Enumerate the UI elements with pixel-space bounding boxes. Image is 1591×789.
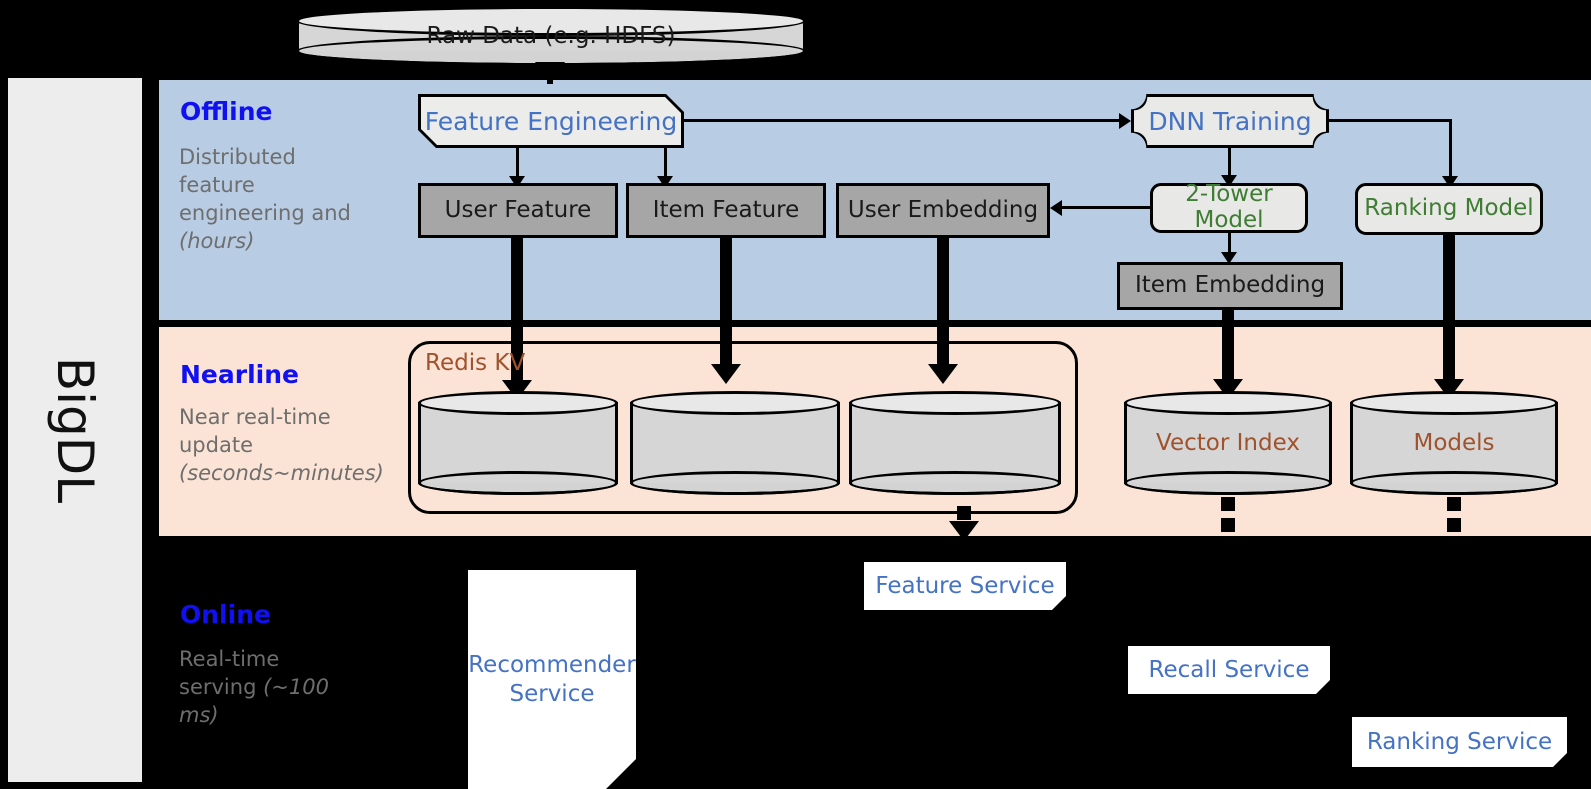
cylinder-cap xyxy=(630,471,840,495)
cylinder-cap xyxy=(1124,471,1332,495)
band-subtitle-online: Real-time serving (~100 ms) xyxy=(179,646,349,730)
redis-kv-container xyxy=(408,341,1078,514)
online-sub-italic: (~100 ms) xyxy=(179,674,329,727)
offline-sub-text: Distributed feature engineering and xyxy=(179,145,351,225)
two-tower-model-label: 2-Tower Model xyxy=(1185,181,1273,233)
recommender-service-label: Recommender Service xyxy=(468,651,636,707)
item-feature-box[interactable]: Item Feature xyxy=(626,183,826,238)
connector-fe-dnn xyxy=(684,119,1121,122)
pipe-userfeature-store xyxy=(511,238,523,386)
connector-twotower-itemembedding xyxy=(1228,233,1231,257)
vector-index-label: Vector Index xyxy=(1156,430,1300,456)
cylinder-top xyxy=(630,391,840,415)
item-embedding-box[interactable]: Item Embedding xyxy=(1117,262,1343,310)
arrowhead-itemfeature-store xyxy=(711,364,741,384)
stub-models-1 xyxy=(1447,497,1461,511)
arrowhead-twotower-itemembedding xyxy=(1221,252,1237,264)
redis-store-user-embedding-label xyxy=(849,391,1061,495)
pipe-itemembedding-vectorindex xyxy=(1222,310,1234,385)
stub-vectorindex-2 xyxy=(1221,518,1235,532)
arrowhead-fe-dnn xyxy=(1119,113,1131,129)
cylinder-top xyxy=(296,6,806,36)
arrowhead-rawdata-fe xyxy=(535,62,565,82)
stub-vectorindex-1 xyxy=(1221,497,1235,511)
band-title-offline: Offline xyxy=(180,97,273,126)
band-subtitle-offline: Distributed feature engineering and (hou… xyxy=(179,144,359,256)
user-feature-label: User Feature xyxy=(444,196,592,223)
connector-dnn-ranking-v xyxy=(1449,119,1452,181)
redis-store-user-feature-label xyxy=(418,391,618,495)
cylinder-top xyxy=(1350,391,1558,415)
recommender-service-card[interactable]: Recommender Service xyxy=(468,570,636,789)
arrowhead-userembedding-store xyxy=(928,364,958,384)
feature-engineering-node[interactable]: Feature Engineering xyxy=(418,94,684,148)
user-feature-box[interactable]: User Feature xyxy=(418,183,618,238)
item-embedding-label: Item Embedding xyxy=(1134,272,1326,299)
ranking-model-box[interactable]: Ranking Model xyxy=(1355,183,1543,235)
band-title-online: Online xyxy=(180,600,271,629)
band-subtitle-nearline: Near real-time update (seconds~minutes) xyxy=(179,404,409,488)
dnn-training-node[interactable]: DNN Training xyxy=(1131,94,1329,148)
bigdl-rail: BigDL xyxy=(8,78,142,782)
vector-index-cylinder[interactable]: Vector Index xyxy=(1124,391,1332,495)
recall-service-label: Recall Service xyxy=(1148,656,1310,683)
user-embedding-box[interactable]: User Embedding xyxy=(836,183,1050,238)
cylinder-cap xyxy=(1350,471,1558,495)
models-cylinder[interactable]: Models xyxy=(1350,391,1558,495)
redis-store-item-feature-label xyxy=(630,391,840,495)
connector-fe-itemfeature xyxy=(664,148,667,181)
redis-store-user-feature[interactable] xyxy=(418,391,618,495)
feature-service-label: Feature Service xyxy=(875,572,1055,599)
pipe-userembedding-store xyxy=(937,238,949,370)
nearline-sub-text: Near real-time update xyxy=(179,405,331,457)
arrowhead-twotower-userembedding xyxy=(1050,200,1062,216)
cylinder-cap xyxy=(849,471,1061,495)
online-sub-text: Real-time serving xyxy=(179,647,280,699)
offline-sub-italic: (hours) xyxy=(179,228,255,253)
cylinder-top xyxy=(1124,391,1332,415)
arrowhead-featurestore-featureservice xyxy=(949,521,979,541)
two-tower-model-box[interactable]: 2-Tower Model xyxy=(1150,181,1308,233)
connector-dnn-twotower xyxy=(1228,148,1231,180)
connector-twotower-userembedding xyxy=(1060,206,1152,209)
raw-data-label: Raw Data (e.g. HDFS) xyxy=(426,23,676,49)
ranking-service-label: Ranking Service xyxy=(1366,728,1553,755)
dnn-training-label: DNN Training xyxy=(1134,97,1326,145)
redis-store-item-feature[interactable] xyxy=(630,391,840,495)
redis-kv-label: Redis KV xyxy=(425,350,526,376)
connector-dnn-ranking-h xyxy=(1329,119,1452,122)
band-title-nearline: Nearline xyxy=(180,360,299,389)
item-feature-label: Item Feature xyxy=(652,196,800,223)
connector-fe-userfeature xyxy=(516,148,519,181)
redis-store-user-embedding[interactable] xyxy=(849,391,1061,495)
ranking-service-card[interactable]: Ranking Service xyxy=(1352,717,1567,767)
cylinder-top xyxy=(849,391,1061,415)
feature-engineering-label: Feature Engineering xyxy=(421,97,681,145)
user-embedding-label: User Embedding xyxy=(847,196,1039,223)
stub-featurestore-featureservice xyxy=(957,506,971,520)
cylinder-top xyxy=(418,391,618,415)
ranking-model-label: Ranking Model xyxy=(1364,195,1534,222)
bigdl-label: BigDL xyxy=(46,356,105,504)
raw-data-cylinder: Raw Data (e.g. HDFS) xyxy=(296,6,806,66)
stub-models-2 xyxy=(1447,518,1461,532)
pipe-itemfeature-store xyxy=(720,238,732,370)
feature-service-card[interactable]: Feature Service xyxy=(864,562,1066,610)
cylinder-cap xyxy=(418,471,618,495)
recall-service-card[interactable]: Recall Service xyxy=(1128,646,1330,694)
pipe-rankingmodel-models xyxy=(1443,235,1455,385)
models-label: Models xyxy=(1413,430,1495,456)
nearline-sub-italic: (seconds~minutes) xyxy=(179,460,384,485)
